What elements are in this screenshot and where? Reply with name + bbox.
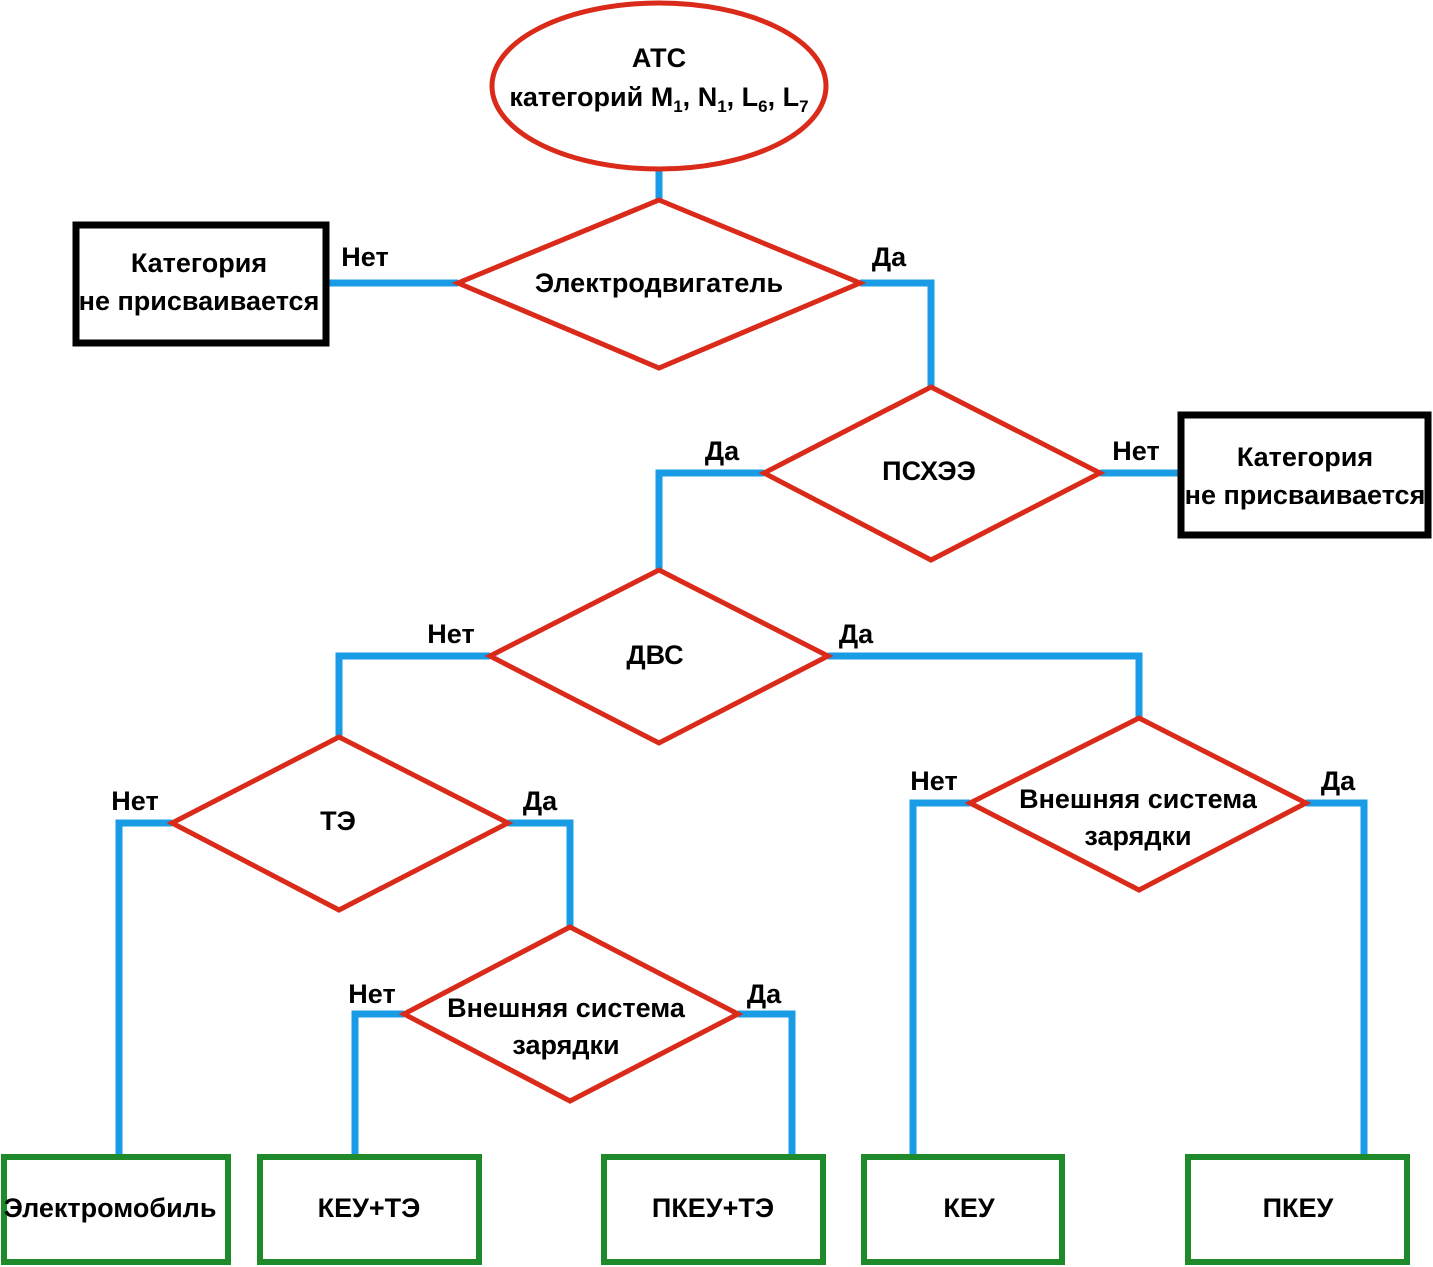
decision-pskhee: ПСХЭЭ xyxy=(758,384,1106,563)
result-label: КЕУ+ТЭ xyxy=(318,1193,421,1223)
decision-charging-right: Внешняя система зарядки xyxy=(964,715,1312,893)
decision-label-line2: зарядки xyxy=(1084,821,1191,851)
connector-dvs-no xyxy=(335,652,490,737)
decision-diamond xyxy=(166,734,514,913)
connector-charging-left-yes xyxy=(738,1010,796,1157)
result-box xyxy=(861,1154,1065,1265)
decision-electric-motor: Электродвигатель xyxy=(451,197,867,371)
decision-label: ПСХЭЭ xyxy=(882,456,976,486)
connector-te-no xyxy=(115,819,172,1157)
result-box xyxy=(257,1154,482,1265)
connectors xyxy=(115,170,1368,1157)
connector-dvs-yes xyxy=(828,652,1143,718)
decision-diamond xyxy=(451,197,867,371)
decision-dvs: ДВС xyxy=(484,567,834,746)
result-box xyxy=(1185,1154,1410,1265)
edge-label-yes: Да xyxy=(1321,766,1356,796)
edge-labels: Нет Да Да Нет Нет Да Нет Да Нет Да Нет Д… xyxy=(111,242,1356,1009)
terminal-label-line1: Категория xyxy=(131,248,267,278)
no-category-box-right: Категория не присваивается xyxy=(1177,411,1432,539)
decision-label-line1: Внешняя система xyxy=(447,993,686,1023)
decision-label: ТЭ xyxy=(320,806,356,836)
decision-label: Электродвигатель xyxy=(535,268,783,298)
start-title: АТС xyxy=(632,43,686,73)
result-box xyxy=(601,1154,826,1265)
start-categories: категорий M1, N1, L6, L7 xyxy=(509,82,808,116)
decision-te: ТЭ xyxy=(166,734,514,913)
result-pkeu: ПКЕУ xyxy=(1185,1154,1410,1265)
result-box xyxy=(1,1154,231,1265)
result-label: Электромобиль xyxy=(4,1193,217,1223)
terminal-label-line2: не присваивается xyxy=(79,286,320,316)
result-keu: КЕУ xyxy=(861,1154,1065,1265)
result-pkeu-te: ПКЕУ+ТЭ xyxy=(601,1154,826,1265)
edge-label-no: Нет xyxy=(111,786,158,816)
edge-label-no: Нет xyxy=(1112,436,1159,466)
edge-label-no: Нет xyxy=(427,619,474,649)
result-keu-te: КЕУ+ТЭ xyxy=(257,1154,482,1265)
edge-label-yes: Да xyxy=(839,619,874,649)
result-label: ПКЕУ+ТЭ xyxy=(652,1193,774,1223)
start-node: АТС категорий M1, N1, L6, L7 xyxy=(489,0,829,172)
connector-te-yes xyxy=(508,819,574,927)
start-categories-prefix: категорий xyxy=(509,82,650,112)
decision-label-line2: зарядки xyxy=(512,1030,619,1060)
connector-charging-left-no xyxy=(351,1010,404,1157)
start-ellipse xyxy=(489,0,829,172)
decision-label-line1: Внешняя система xyxy=(1019,784,1258,814)
result-label: ПКЕУ xyxy=(1263,1193,1335,1223)
terminal-box xyxy=(72,221,330,347)
decision-diamond xyxy=(758,384,1106,563)
terminal-label-line2: не присваивается xyxy=(1185,480,1426,510)
result-label: КЕУ xyxy=(943,1193,995,1223)
edge-label-yes: Да xyxy=(872,242,907,272)
connector-pskhee-yes xyxy=(655,469,764,570)
edge-label-no: Нет xyxy=(348,979,395,1009)
terminal-box xyxy=(1177,411,1432,539)
edge-label-yes: Да xyxy=(523,786,558,816)
edge-label-no: Нет xyxy=(910,766,957,796)
decision-label: ДВС xyxy=(626,640,683,670)
connector-electric-motor-yes xyxy=(860,279,935,387)
edge-label-no: Нет xyxy=(341,242,388,272)
no-category-box-left: Категория не присваивается xyxy=(72,221,330,347)
edge-label-yes: Да xyxy=(705,436,740,466)
connector-charging-right-yes xyxy=(1306,799,1368,1157)
edge-label-yes: Да xyxy=(747,979,782,1009)
decision-charging-left: Внешняя система зарядки xyxy=(398,924,744,1104)
decision-diamond xyxy=(484,567,834,746)
connector-charging-right-no xyxy=(909,799,970,1157)
terminal-label-line1: Категория xyxy=(1237,442,1373,472)
decision-diamond xyxy=(398,924,744,1104)
result-electromobile: Электромобиль xyxy=(1,1154,231,1265)
decision-diamond xyxy=(964,715,1312,893)
